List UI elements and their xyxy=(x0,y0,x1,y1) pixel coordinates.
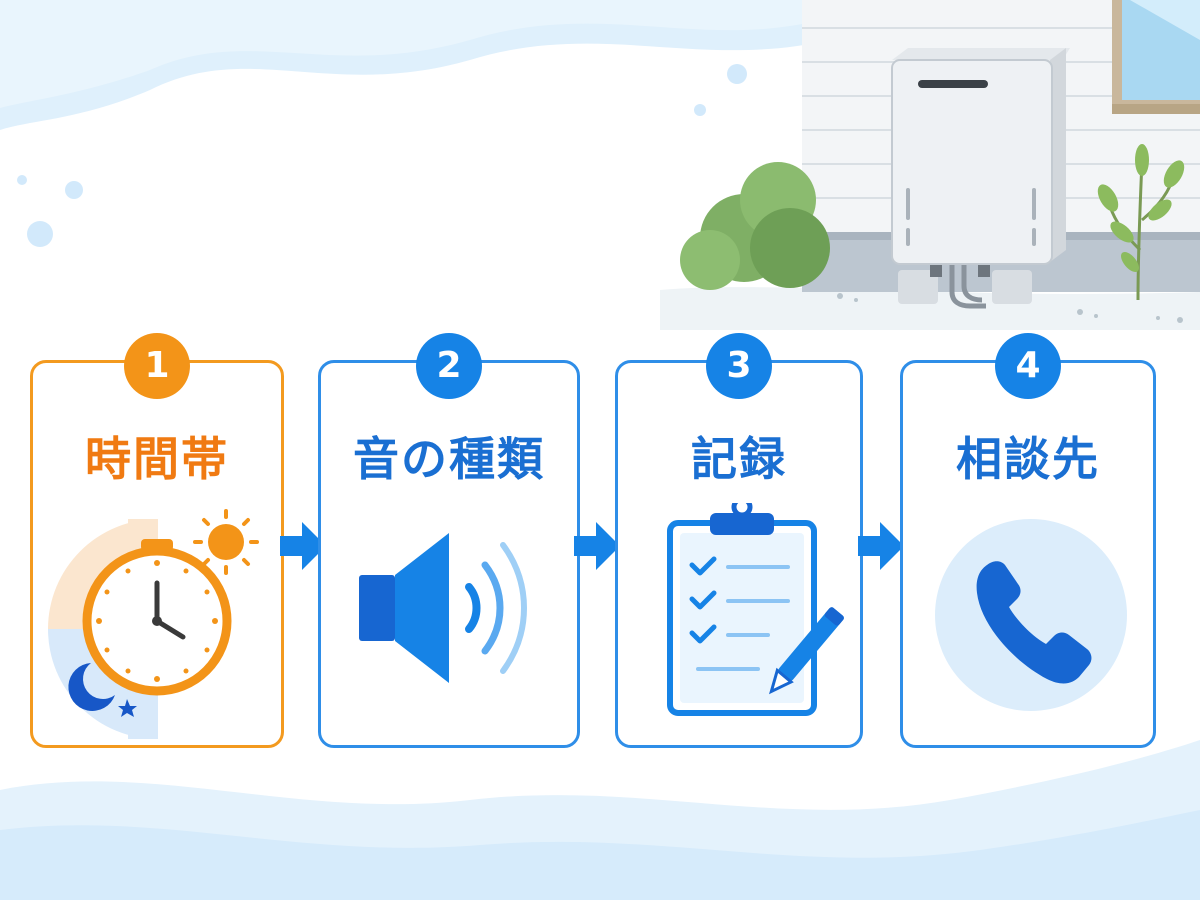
house-illustration xyxy=(660,0,1200,330)
step-number-badge: 4 xyxy=(995,333,1061,399)
step-card-3: 3 記録 xyxy=(615,333,863,748)
clipboard-checklist-icon xyxy=(667,503,844,716)
step-card-4: 4 相談先 xyxy=(900,333,1156,748)
bush xyxy=(680,162,830,290)
clock-day-night-icon xyxy=(48,509,259,739)
step-card-1: 1 時間帯 xyxy=(30,333,284,748)
step-number-badge: 1 xyxy=(124,333,190,399)
sun-icon xyxy=(193,509,259,575)
water-heater-icon xyxy=(891,48,1070,309)
speaker-sound-icon xyxy=(359,533,527,683)
step-title: 音の種類 xyxy=(353,432,545,486)
pen-icon xyxy=(768,607,844,695)
phone-icon xyxy=(935,519,1127,711)
step-card-2: 2 音の種類 xyxy=(318,333,580,748)
step-title: 相談先 xyxy=(956,432,1100,486)
window xyxy=(1112,0,1200,114)
clock-face xyxy=(82,539,232,696)
step-number-badge: 3 xyxy=(706,333,772,399)
step-title: 記録 xyxy=(691,432,787,486)
arrow-right-icon xyxy=(280,522,326,570)
arrow-right-icon xyxy=(574,522,620,570)
step-title: 時間帯 xyxy=(85,432,229,486)
moon-icon xyxy=(68,663,137,717)
arrow-right-icon xyxy=(858,522,904,570)
plant-leaves xyxy=(1097,144,1185,272)
step-number-badge: 2 xyxy=(416,333,482,399)
